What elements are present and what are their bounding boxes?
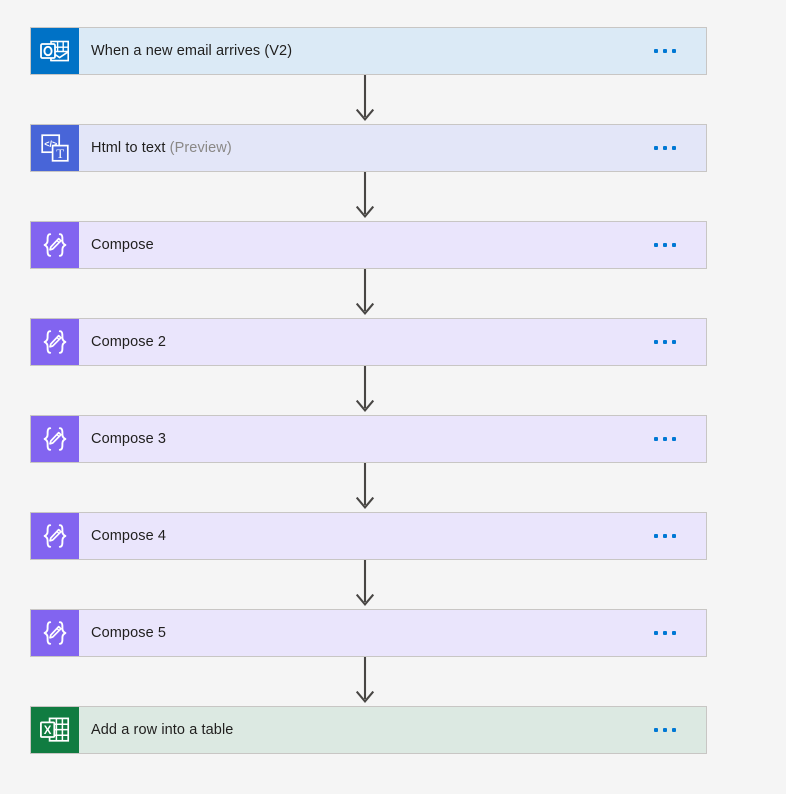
flow-node-body: Html to text (Preview) [79,125,706,171]
flow-node-compose-4[interactable]: Compose 4 [30,512,707,560]
overflow-menu-icon[interactable] [650,43,680,59]
svg-text:</>: </> [44,139,57,149]
flow-node-html-to-text[interactable]: </>T Html to text (Preview) [30,124,707,172]
overflow-menu-dot [654,728,658,732]
overflow-menu-dot [672,437,676,441]
overflow-menu-dot [663,49,667,53]
compose-icon [31,610,79,656]
overflow-menu-dot [654,631,658,635]
down-arrow-connector-icon [30,560,707,609]
overflow-menu-dot [672,631,676,635]
down-arrow-connector-icon [30,463,707,512]
outlook-icon [31,28,79,74]
compose-icon [31,416,79,462]
overflow-menu-dot [663,728,667,732]
overflow-menu-icon[interactable] [650,722,680,738]
svg-text:X: X [44,725,52,737]
overflow-menu-dot [663,146,667,150]
flow-node-list: When a new email arrives (V2) </>T Html to… [30,27,707,754]
overflow-menu-dot [654,243,658,247]
down-arrow-connector-icon [30,172,707,221]
overflow-menu-dot [654,534,658,538]
down-arrow-connector-icon [30,657,707,706]
flow-node-title: Compose 3 [91,431,167,447]
flow-node-body: Compose [79,222,706,268]
flow-node-title: Compose 5 [91,625,167,641]
overflow-menu-dot [654,340,658,344]
overflow-menu-dot [654,146,658,150]
overflow-menu-dot [672,49,676,53]
overflow-menu-dot [663,631,667,635]
overflow-menu-dot [663,437,667,441]
overflow-menu-dot [663,243,667,247]
excel-icon: X [31,707,79,753]
flow-node-title: Compose 4 [91,528,167,544]
flow-node-title: When a new email arrives (V2) [91,43,293,59]
flow-node-body: Compose 3 [79,416,706,462]
overflow-menu-dot [654,437,658,441]
overflow-menu-dot [672,243,676,247]
flow-node-body: Compose 4 [79,513,706,559]
flow-node-subtitle: (Preview) [165,140,232,156]
compose-icon [31,222,79,268]
overflow-menu-dot [654,49,658,53]
overflow-menu-dot [672,534,676,538]
flow-node-when-a-new-email-arrives-v2[interactable]: When a new email arrives (V2) [30,27,707,75]
flow-node-body: Compose 5 [79,610,706,656]
flow-node-title: Compose [91,237,154,253]
overflow-menu-dot [663,340,667,344]
flow-node-body: When a new email arrives (V2) [79,28,706,74]
html-to-text-icon: </>T [31,125,79,171]
overflow-menu-dot [672,728,676,732]
compose-icon [31,319,79,365]
flow-node-body: Add a row into a table [79,707,706,753]
down-arrow-connector-icon [30,366,707,415]
overflow-menu-dot [672,146,676,150]
flow-node-compose-2[interactable]: Compose 2 [30,318,707,366]
overflow-menu-icon[interactable] [650,528,680,544]
flow-node-title: Add a row into a table [91,722,234,738]
flow-node-compose-5[interactable]: Compose 5 [30,609,707,657]
flow-node-body: Compose 2 [79,319,706,365]
down-arrow-connector-icon [30,269,707,318]
flow-node-add-a-row-into-a-table[interactable]: X Add a row into a table [30,706,707,754]
flow-node-title: Compose 2 [91,334,167,350]
overflow-menu-dot [663,534,667,538]
down-arrow-connector-icon [30,75,707,124]
compose-icon [31,513,79,559]
overflow-menu-icon[interactable] [650,140,680,156]
flow-node-title: Html to text (Preview) [91,140,232,156]
overflow-menu-icon[interactable] [650,237,680,253]
overflow-menu-icon[interactable] [650,334,680,350]
flow-node-compose[interactable]: Compose [30,221,707,269]
svg-text:T: T [56,146,64,161]
overflow-menu-icon[interactable] [650,625,680,641]
flow-node-compose-3[interactable]: Compose 3 [30,415,707,463]
overflow-menu-icon[interactable] [650,431,680,447]
overflow-menu-dot [672,340,676,344]
